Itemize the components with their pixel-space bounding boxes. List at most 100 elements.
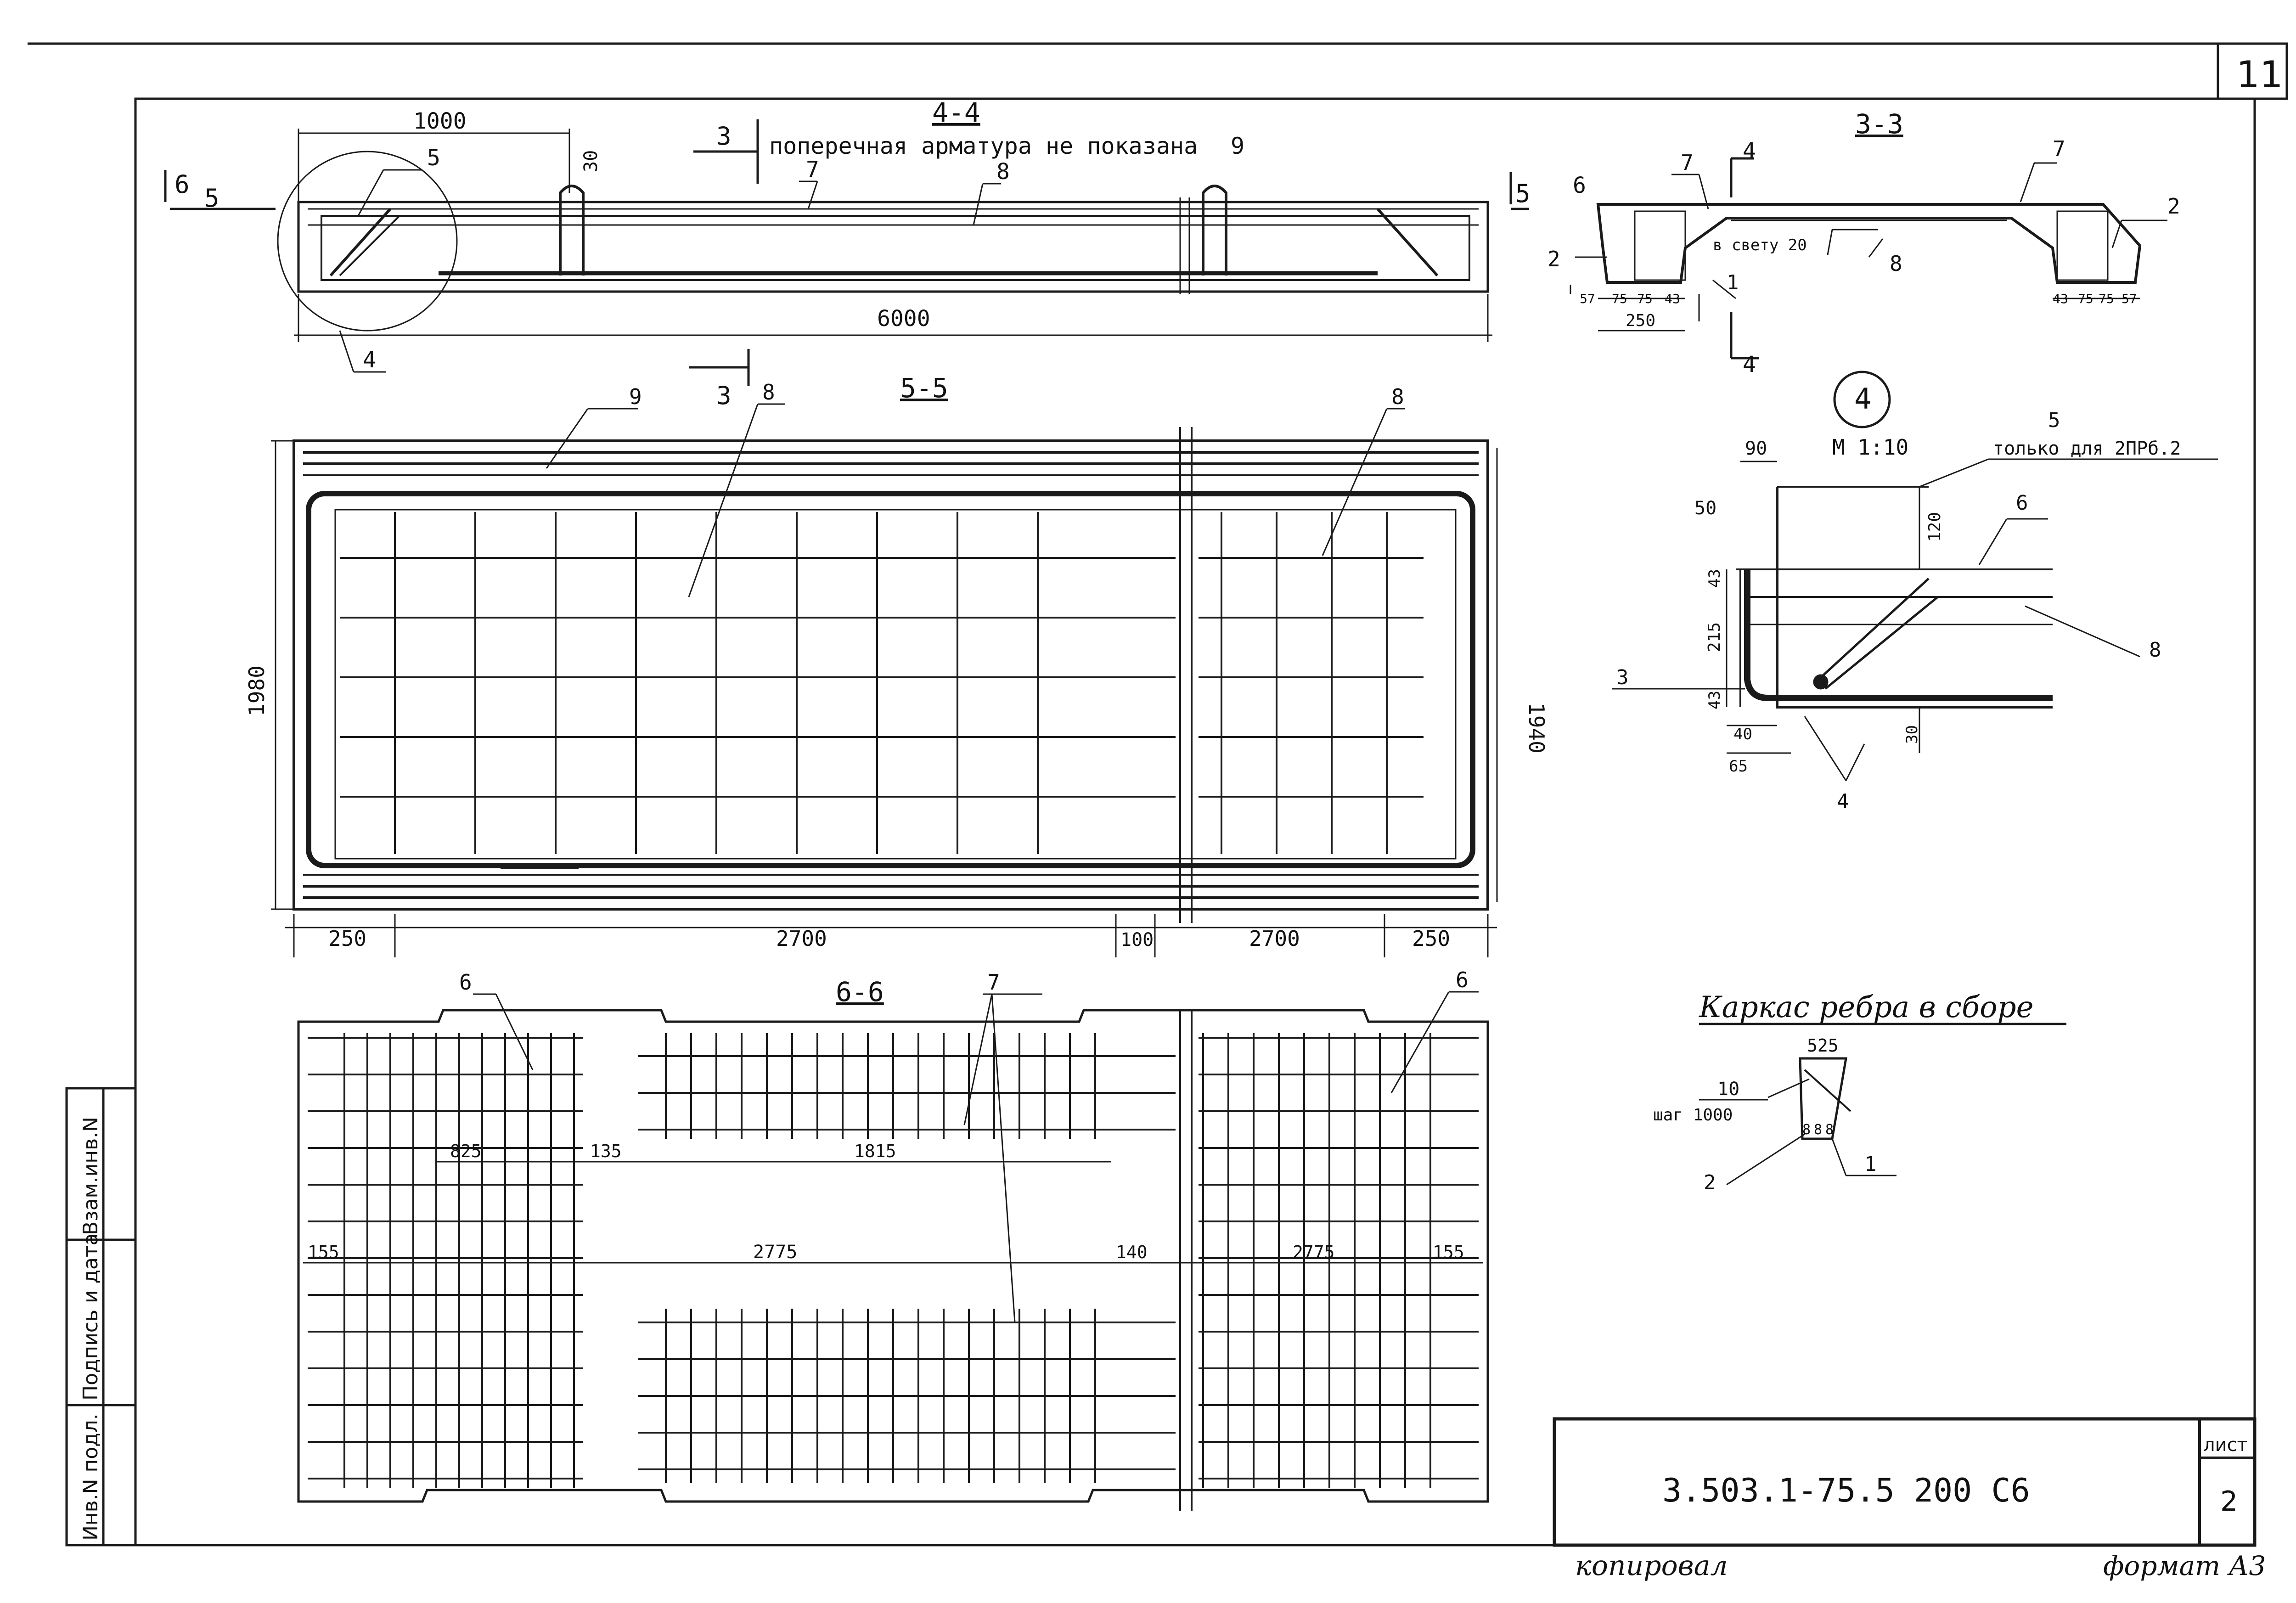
detail-4-scale: М 1:10 — [1832, 435, 1908, 460]
side-stamp — [65, 1087, 137, 1547]
step-label: шаг 1000 — [1653, 1106, 1733, 1125]
dim-525: 525 — [1807, 1035, 1839, 1056]
stamp-col1: Инв.N подл. — [79, 1413, 102, 1541]
dim-1815: 1815 — [854, 1141, 896, 1161]
section-5-5 — [271, 349, 1498, 957]
dim-2775-r: 2775 — [1293, 1242, 1335, 1262]
dim-75b-l: 75 — [1637, 291, 1653, 306]
mark-7b-33: 7 — [2053, 136, 2065, 161]
dim-43-r: 43 — [2053, 291, 2068, 306]
section-4-4-title: 4-4 — [932, 97, 980, 128]
dim-250-33: 250 — [1626, 311, 1655, 330]
dim-215-d4: 215 — [1705, 622, 1724, 652]
mark-9-55: 9 — [629, 384, 642, 409]
sheet-frame — [134, 97, 2256, 1547]
cut-4-bottom: 4 — [1743, 352, 1756, 377]
section-3-3 — [1570, 157, 2167, 360]
dim-90-d4: 90 — [1745, 438, 1767, 459]
dim-1980: 1980 — [244, 665, 269, 716]
dim-2700-55-r: 2700 — [1249, 926, 1300, 951]
dim-30: 30 — [580, 150, 602, 172]
section-5-5-title: 5-5 — [900, 372, 948, 404]
cut-6-33: 6 — [1573, 173, 1586, 198]
mark-2b-33: 2 — [2167, 194, 2180, 219]
section-4-4 — [164, 119, 1529, 373]
section-4-4-note: поперечная арматура не показана — [769, 133, 1198, 159]
cut-5-left: 5 — [204, 184, 219, 213]
mark-3-d4: 3 — [1616, 666, 1629, 689]
note-5-d4: только для 2ПРб.2 — [1993, 438, 2181, 459]
cut-3-top: 3 — [716, 122, 732, 151]
dim-57-l: 57 — [1580, 291, 1595, 306]
mark-2a-33: 2 — [1548, 247, 1560, 271]
bar-8b: 8 — [1814, 1122, 1822, 1138]
dim-1000: 1000 — [413, 108, 467, 134]
sheet-number: 11 — [2236, 53, 2283, 96]
mark-4-d4: 4 — [1837, 790, 1849, 813]
dim-250-55-r: 250 — [1412, 926, 1450, 951]
dim-75a-r: 75 — [2078, 291, 2093, 306]
dim-6000: 6000 — [877, 306, 930, 332]
section-3-3-title: 3-3 — [1855, 108, 1903, 140]
dim-2775-l: 2775 — [753, 1242, 797, 1263]
dim-43-l: 43 — [1665, 291, 1680, 306]
clear-note: в свету 20 — [1713, 236, 1807, 254]
mark-5-44: 5 — [427, 145, 440, 171]
mark-7a-33: 7 — [1681, 150, 1694, 175]
mark-8-44: 8 — [996, 159, 1010, 185]
dim-43a-d4: 43 — [1705, 569, 1724, 588]
dim-155-r: 155 — [1433, 1242, 1464, 1262]
detail-4 — [1612, 371, 2218, 781]
mark-1-33: 1 — [1727, 271, 1739, 294]
title-block — [1553, 1417, 2257, 1547]
mesh-5-5 — [340, 512, 1424, 854]
mark-8-d4: 8 — [2149, 638, 2161, 662]
bar-8a: 8 — [1802, 1122, 1811, 1138]
dim-250-55-l: 250 — [328, 926, 366, 951]
section-4-4-note-mark: 9 — [1231, 133, 1244, 159]
dim-30-d4: 30 — [1903, 725, 1921, 744]
dim-50-d4: 50 — [1694, 498, 1716, 519]
rib-cage-detail — [1699, 1023, 2066, 1186]
rib-cage-title: Каркас ребра в сборе — [1699, 990, 2033, 1024]
dim-825: 825 — [450, 1141, 482, 1161]
mark-8b-55: 8 — [1391, 384, 1404, 409]
dim-75a-l: 75 — [1612, 291, 1627, 306]
mark-10: 10 — [1717, 1079, 1739, 1100]
bar-8c: 8 — [1825, 1122, 1834, 1138]
dim-1940: 1940 — [1524, 703, 1549, 754]
format-label: формат А3 — [2103, 1550, 2266, 1581]
stamp-col3: Взам.инв.N — [79, 1117, 102, 1235]
sheet-no: 2 — [2220, 1485, 2238, 1518]
copied-by: копировал — [1575, 1550, 1728, 1582]
mark-7-44: 7 — [806, 157, 819, 182]
designation: 3.503.1-75.5 200 C6 — [1662, 1472, 2030, 1509]
section-6-6 — [297, 991, 1489, 1511]
mark-2-rib: 2 — [1704, 1171, 1716, 1194]
dim-140: 140 — [1116, 1242, 1148, 1262]
dim-100-55: 100 — [1120, 929, 1154, 951]
mesh-6-6 — [308, 1033, 1479, 1488]
section-6-6-title: 6-6 — [836, 976, 884, 1007]
sheet-number-box — [2217, 42, 2288, 100]
mark-1-rib: 1 — [1864, 1153, 1877, 1176]
mark-8-33: 8 — [1890, 251, 1902, 276]
mark-4-44: 4 — [363, 347, 376, 373]
mark-6a-66: 6 — [459, 970, 472, 995]
mark-8a-55: 8 — [762, 380, 775, 405]
cut-3-55: 3 — [716, 381, 732, 410]
sheet-label: лист — [2203, 1434, 2248, 1456]
mark-6-d4: 6 — [2016, 491, 2028, 515]
cut-6: 6 — [174, 170, 190, 199]
cut-4-top: 4 — [1743, 138, 1756, 164]
dim-155-l: 155 — [308, 1242, 339, 1262]
mark-7-66: 7 — [987, 970, 1000, 995]
dim-40-d4: 40 — [1733, 725, 1752, 743]
dim-120-d4: 120 — [1925, 512, 1944, 542]
dim-43b-d4: 43 — [1705, 691, 1724, 709]
dim-75b-r: 75 — [2099, 291, 2114, 306]
dim-2700-55-l: 2700 — [776, 926, 827, 951]
cut-5-right: 5 — [1515, 179, 1531, 208]
dim-135: 135 — [590, 1141, 622, 1161]
